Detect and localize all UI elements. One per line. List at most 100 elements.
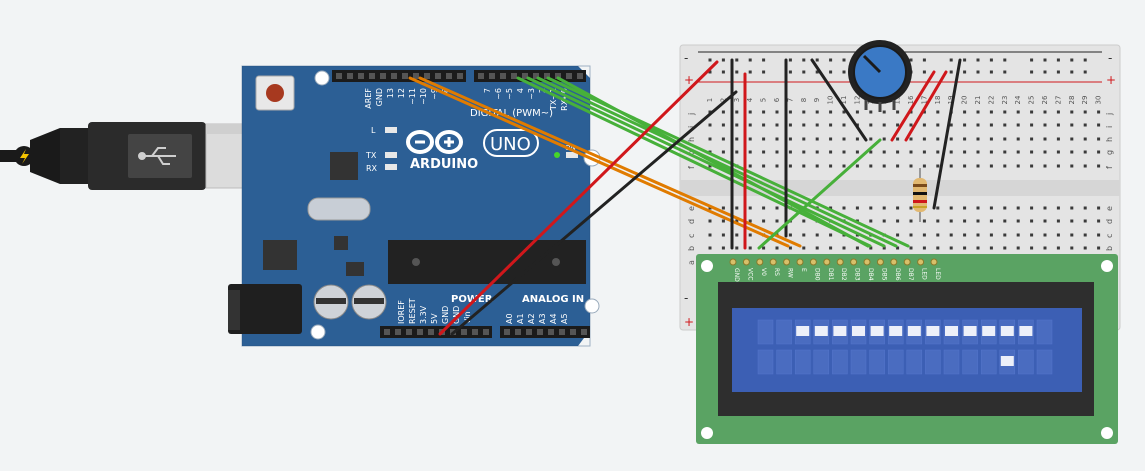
pin-label: A4 — [549, 313, 558, 324]
wire[interactable] — [516, 76, 872, 248]
lcd-pin-label: RS — [773, 268, 780, 276]
header-pin[interactable] — [391, 73, 397, 79]
header-pin[interactable] — [461, 329, 467, 335]
header-pin[interactable] — [428, 329, 434, 335]
header-pin[interactable] — [478, 73, 484, 79]
header-pin[interactable] — [435, 73, 441, 79]
header-pin[interactable] — [500, 73, 506, 79]
lcd-pin[interactable] — [742, 258, 750, 266]
header-pin[interactable] — [544, 73, 550, 79]
column-label: 23 — [1001, 96, 1009, 105]
header-pin[interactable] — [555, 73, 561, 79]
header-pin[interactable] — [336, 73, 342, 79]
analog-header[interactable] — [500, 326, 590, 338]
lcd-pin[interactable] — [729, 258, 737, 266]
lcd-glyph — [1019, 326, 1033, 336]
wire[interactable] — [932, 58, 962, 210]
lcd-pin[interactable] — [836, 258, 844, 266]
lcd-pin[interactable] — [903, 258, 911, 266]
pin-label: A1 — [516, 313, 525, 324]
header-pin[interactable] — [537, 329, 543, 335]
lcd-pin-label: RW — [787, 268, 794, 278]
header-pin[interactable] — [358, 73, 364, 79]
lcd-character-grid — [757, 319, 1053, 375]
wire[interactable] — [450, 90, 738, 336]
header-pin[interactable] — [424, 73, 430, 79]
header-pin[interactable] — [347, 73, 353, 79]
potentiometer-icon[interactable] — [848, 40, 912, 112]
lcd-pin[interactable] — [863, 258, 871, 266]
rail-plus-bottom: + — [684, 315, 694, 329]
wire[interactable] — [526, 76, 886, 248]
wires[interactable] — [408, 58, 962, 336]
header-pin[interactable] — [522, 73, 528, 79]
header-pin[interactable] — [548, 329, 554, 335]
arduino-uno-board[interactable]: ARDUINO UNO DIGITAL (PWM~) POWER ANALOG … — [228, 65, 601, 347]
header-pin[interactable] — [369, 73, 375, 79]
wire[interactable] — [418, 76, 802, 248]
header-pin[interactable] — [526, 329, 532, 335]
header-pin[interactable] — [504, 329, 510, 335]
header-pin[interactable] — [566, 73, 572, 79]
wire[interactable] — [890, 70, 936, 142]
header-pin[interactable] — [515, 329, 521, 335]
header-pin[interactable] — [483, 329, 489, 335]
lcd-pin[interactable] — [890, 258, 898, 266]
column-label: 28 — [1068, 96, 1076, 105]
header-pin[interactable] — [577, 73, 583, 79]
arduino-logo — [406, 130, 463, 154]
lcd-pin-label: LED — [934, 268, 941, 280]
lcd-pin[interactable] — [876, 258, 884, 266]
lcd-pin[interactable] — [850, 258, 858, 266]
lcd-pin[interactable] — [769, 258, 777, 266]
header-pin[interactable] — [384, 329, 390, 335]
pin-label: 13 — [386, 88, 395, 98]
wire[interactable] — [904, 70, 948, 142]
header-pin[interactable] — [570, 329, 576, 335]
wire[interactable] — [810, 58, 868, 142]
lcd-pin[interactable] — [930, 258, 938, 266]
header-pin[interactable] — [559, 329, 565, 335]
lcd-glyph — [814, 326, 828, 336]
wire[interactable] — [536, 76, 898, 248]
lcd-pin-label: DB1 — [827, 268, 834, 281]
wire[interactable] — [408, 76, 790, 248]
pin-label: ~9 — [430, 88, 439, 100]
header-pin[interactable] — [457, 73, 463, 79]
header-pin[interactable] — [472, 329, 478, 335]
header-pin[interactable] — [413, 73, 419, 79]
row-label: b — [1105, 246, 1114, 251]
wire[interactable] — [438, 60, 719, 336]
lcd-pin[interactable] — [917, 258, 925, 266]
header-pin[interactable] — [533, 73, 539, 79]
header-pin[interactable] — [406, 329, 412, 335]
lcd-pin[interactable] — [756, 258, 764, 266]
resistor-icon[interactable] — [913, 168, 927, 222]
header-pin[interactable] — [446, 73, 452, 79]
pin-label: A0 — [505, 313, 514, 324]
lcd-pin[interactable] — [796, 258, 804, 266]
wire[interactable] — [757, 138, 882, 250]
header-pin[interactable] — [581, 329, 587, 335]
header-pin[interactable] — [402, 73, 408, 79]
header-pin[interactable] — [489, 73, 495, 79]
wire[interactable] — [556, 76, 870, 248]
digital-header-left[interactable] — [332, 70, 466, 82]
header-pin[interactable] — [395, 329, 401, 335]
header-pin[interactable] — [380, 73, 386, 79]
lcd-pin[interactable] — [823, 258, 831, 266]
column-label: 18 — [934, 96, 942, 105]
power-header[interactable] — [380, 326, 492, 338]
lcd-pin[interactable] — [809, 258, 817, 266]
digital-header-right[interactable] — [474, 70, 586, 82]
led-rx-label: RX — [366, 164, 378, 173]
lcd-pin[interactable] — [783, 258, 791, 266]
column-label: 27 — [1054, 96, 1062, 105]
header-pin[interactable] — [417, 329, 423, 335]
header-pin[interactable] — [511, 73, 517, 79]
column-label: 26 — [1041, 95, 1049, 104]
pin-label: ~5 — [505, 88, 514, 100]
